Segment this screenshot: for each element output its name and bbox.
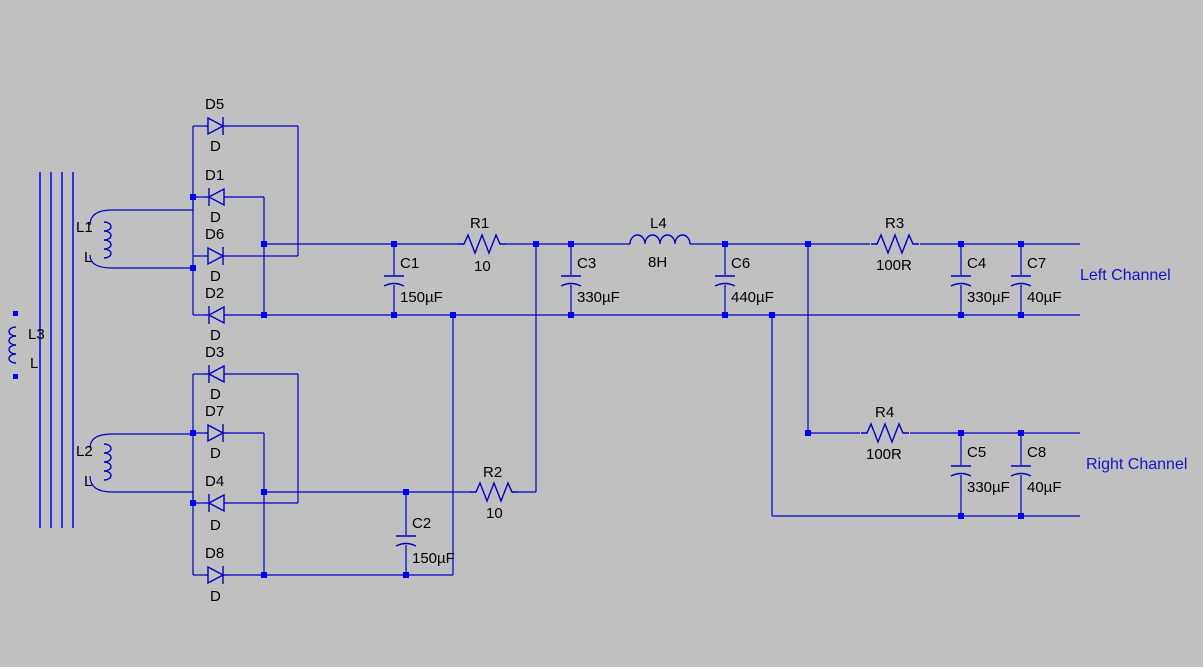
resistor-R3[interactable]: R3 100R [870, 215, 920, 274]
diode-D8[interactable]: D8 D [204, 545, 228, 605]
D1-value: D [210, 209, 221, 226]
capacitor-C5[interactable]: C5 330µF [950, 444, 1010, 496]
resistor-R1[interactable]: R1 10 [457, 215, 507, 275]
right-channel-label: Right Channel [1086, 456, 1187, 473]
D5-name: D5 [205, 96, 224, 113]
L3-value: L [30, 355, 38, 372]
D2-name: D2 [205, 285, 224, 302]
C8-value: 40µF [1027, 479, 1062, 496]
C4-name: C4 [967, 255, 986, 272]
C5-name: C5 [967, 444, 986, 461]
capacitor-C6[interactable]: C6 440µF [714, 255, 774, 306]
C7-name: C7 [1027, 255, 1046, 272]
capacitor-C8[interactable]: C8 40µF [1010, 444, 1062, 496]
L1-value: L [84, 249, 92, 266]
R3-value: 100R [876, 257, 912, 274]
R4-value: 100R [866, 446, 902, 463]
capacitor-C4[interactable]: C4 330µF [950, 255, 1010, 306]
junction-dots [190, 194, 1024, 578]
D3-name: D3 [205, 344, 224, 361]
L2-value: L [84, 473, 92, 490]
resistor-R2[interactable]: R2 10 [469, 464, 519, 522]
C2-name: C2 [412, 515, 431, 532]
C8-name: C8 [1027, 444, 1046, 461]
inductor-L1[interactable]: L1 L [76, 219, 112, 266]
C1-value: 150µF [400, 289, 443, 306]
D6-name: D6 [205, 226, 224, 243]
R2-name: R2 [483, 464, 502, 481]
R2-value: 10 [486, 505, 503, 522]
capacitor-C7[interactable]: C7 40µF [1010, 255, 1062, 306]
R1-value: 10 [474, 258, 491, 275]
C6-name: C6 [731, 255, 750, 272]
L4-value: 8H [648, 254, 667, 271]
capacitor-C2[interactable]: C2 150µF [395, 515, 455, 567]
diode-D3[interactable]: D3 D [205, 344, 227, 403]
R4-name: R4 [875, 404, 894, 421]
L4-name: L4 [650, 215, 667, 232]
L2-name: L2 [76, 443, 93, 460]
diode-D7[interactable]: D7 D [204, 403, 228, 462]
wires [89, 125, 1080, 576]
C7-value: 40µF [1027, 289, 1062, 306]
D2-value: D [210, 327, 221, 344]
D1-name: D1 [205, 167, 224, 184]
diode-D4[interactable]: D4 D [205, 473, 227, 534]
D4-value: D [210, 517, 221, 534]
D6-value: D [210, 268, 221, 285]
D7-name: D7 [205, 403, 224, 420]
left-channel-label: Left Channel [1080, 267, 1171, 284]
diode-D5[interactable]: D5 D [204, 96, 228, 155]
C1-name: C1 [400, 255, 419, 272]
R3-name: R3 [885, 215, 904, 232]
transformer-core [39, 172, 74, 528]
C2-value: 150µF [412, 550, 455, 567]
C5-value: 330µF [967, 479, 1010, 496]
D8-value: D [210, 588, 221, 605]
L1-name: L1 [76, 219, 93, 236]
resistor-R4[interactable]: R4 100R [860, 404, 910, 463]
inductor-L4[interactable]: L4 8H [629, 215, 691, 271]
C6-value: 440µF [731, 289, 774, 306]
D5-value: D [210, 138, 221, 155]
R1-name: R1 [470, 215, 489, 232]
D4-name: D4 [205, 473, 224, 490]
diode-D1[interactable]: D1 D [205, 167, 227, 226]
diode-D2[interactable]: D2 D [205, 285, 227, 344]
D8-name: D8 [205, 545, 224, 562]
capacitor-C3[interactable]: C3 330µF [560, 255, 620, 306]
C3-name: C3 [577, 255, 596, 272]
inductor-L3[interactable]: L3 L [8, 311, 45, 379]
D7-value: D [210, 445, 221, 462]
C4-value: 330µF [967, 289, 1010, 306]
D3-value: D [210, 386, 221, 403]
diode-D6[interactable]: D6 D [204, 226, 228, 285]
C3-value: 330µF [577, 289, 620, 306]
capacitor-C1[interactable]: C1 150µF [383, 255, 443, 306]
inductor-L2[interactable]: L2 L [76, 443, 112, 490]
L3-name: L3 [28, 326, 45, 343]
